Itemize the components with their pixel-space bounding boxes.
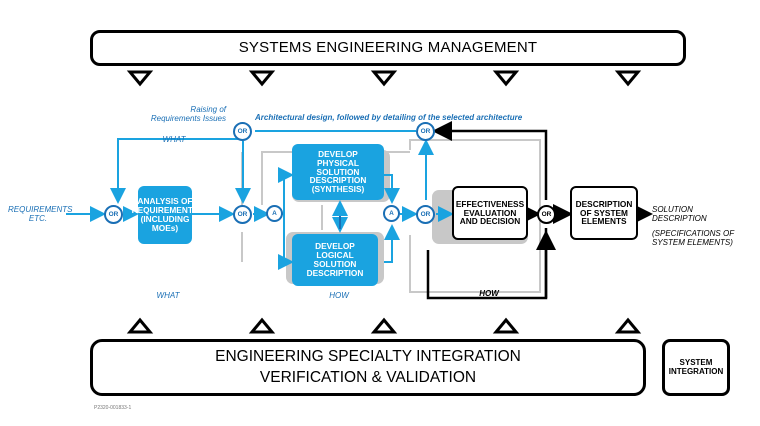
analysis-line-4: MOEs) xyxy=(151,222,179,233)
engineering-specialty-integration-box: ENGINEERING SPECIALTY INTEGRATION VERIFI… xyxy=(90,339,646,396)
what-top-label: WHAT xyxy=(162,135,186,144)
or-node-eval-in: OR xyxy=(416,205,435,224)
blue-flow-lines xyxy=(66,130,454,270)
management-arrows xyxy=(126,70,642,87)
solution-line-1: SOLUTION xyxy=(652,205,693,214)
raising-line-2: Requirements Issues xyxy=(150,113,226,123)
solution-line-2: DESCRIPTION xyxy=(652,213,707,223)
system-integration-line-2: INTEGRATION xyxy=(668,366,724,376)
or-node-top-left: OR xyxy=(233,122,252,141)
or-node-input: OR xyxy=(104,205,123,224)
what-bottom-label: WHAT xyxy=(156,291,180,300)
logical-line-4: DESCRIPTION xyxy=(306,267,364,278)
how-blue-label: HOW xyxy=(329,291,349,300)
description-line-2: OF SYSTEM xyxy=(580,207,628,218)
analysis-of-requirements-box: ANALYSIS OF REQUIREMENTS (INCLUDING MOEs… xyxy=(132,186,198,244)
logical-solution-box: DEVELOP LOGICAL SOLUTION DESCRIPTION xyxy=(292,234,378,286)
specialty-arrows xyxy=(126,317,642,334)
raising-requirements-issues-label: Raising of Requirements Issues xyxy=(126,105,226,123)
physical-line-2: PHYSICAL xyxy=(317,157,359,168)
and-node-merge: A xyxy=(383,205,400,222)
requirements-input-label: REQUIREMENTS ETC. xyxy=(8,205,73,223)
or-node-analysis-out: OR xyxy=(233,205,252,224)
requirements-line-1: REQUIREMENTS xyxy=(8,205,73,214)
spec-line-2: SYSTEM ELEMENTS) xyxy=(652,237,733,247)
effectiveness-line-3: AND DECISION xyxy=(459,216,521,227)
specialty-line-1: ENGINEERING SPECIALTY INTEGRATION xyxy=(215,347,521,365)
logical-line-3: SOLUTION xyxy=(313,259,357,269)
or-node-decision: OR xyxy=(537,205,556,224)
architecture-label: Architectural design, followed by detail… xyxy=(255,113,523,122)
solution-description-label: SOLUTION DESCRIPTION (SPECIFICATIONS OF … xyxy=(652,205,754,248)
description-of-system-elements-box: DESCRIPTION OF SYSTEM ELEMENTS xyxy=(570,186,638,240)
description-line-3: ELEMENTS xyxy=(581,216,627,227)
analysis-line-3: (INCLUDING xyxy=(140,214,190,224)
logical-line-2: LOGICAL xyxy=(316,250,354,261)
effectiveness-line-2: EVALUATION xyxy=(463,207,517,218)
physical-solution-box: DEVELOP PHYSICAL SOLUTION DESCRIPTION (S… xyxy=(292,144,384,200)
specialty-line-2: VERIFICATION & VALIDATION xyxy=(259,368,477,386)
systems-engineering-management-box: SYSTEMS ENGINEERING MANAGEMENT xyxy=(90,30,686,66)
logical-line-1: DEVELOP xyxy=(315,241,355,252)
black-flow-lines xyxy=(426,121,653,300)
system-integration-box: SYSTEM INTEGRATION xyxy=(662,339,730,396)
effectiveness-evaluation-box: EFFECTIVENESS EVALUATION AND DECISION xyxy=(452,186,528,240)
physical-line-1: DEVELOP xyxy=(318,148,358,159)
raising-line-1: Raising of xyxy=(190,105,226,114)
or-node-top-right: OR xyxy=(416,122,435,141)
analysis-line-2: REQUIREMENTS xyxy=(131,205,199,216)
spec-line-1: (SPECIFICATIONS OF xyxy=(652,229,735,239)
and-node-split: A xyxy=(266,205,283,222)
analysis-line-1: ANALYSIS OF xyxy=(137,196,193,207)
management-title: SYSTEMS ENGINEERING MANAGEMENT xyxy=(238,38,538,56)
how-black-label: HOW xyxy=(479,289,499,298)
description-line-1: DESCRIPTION xyxy=(575,198,633,209)
physical-line-3: SOLUTION xyxy=(316,166,360,177)
physical-line-4: DESCRIPTION xyxy=(309,175,367,186)
system-integration-line-1: SYSTEM xyxy=(679,357,713,367)
requirements-line-2: ETC. xyxy=(28,213,48,223)
physical-line-5: (SYNTHESIS) xyxy=(311,184,365,195)
figure-id: P2320-001833-1 xyxy=(94,405,131,411)
effectiveness-line-1: EFFECTIVENESS xyxy=(455,198,525,209)
